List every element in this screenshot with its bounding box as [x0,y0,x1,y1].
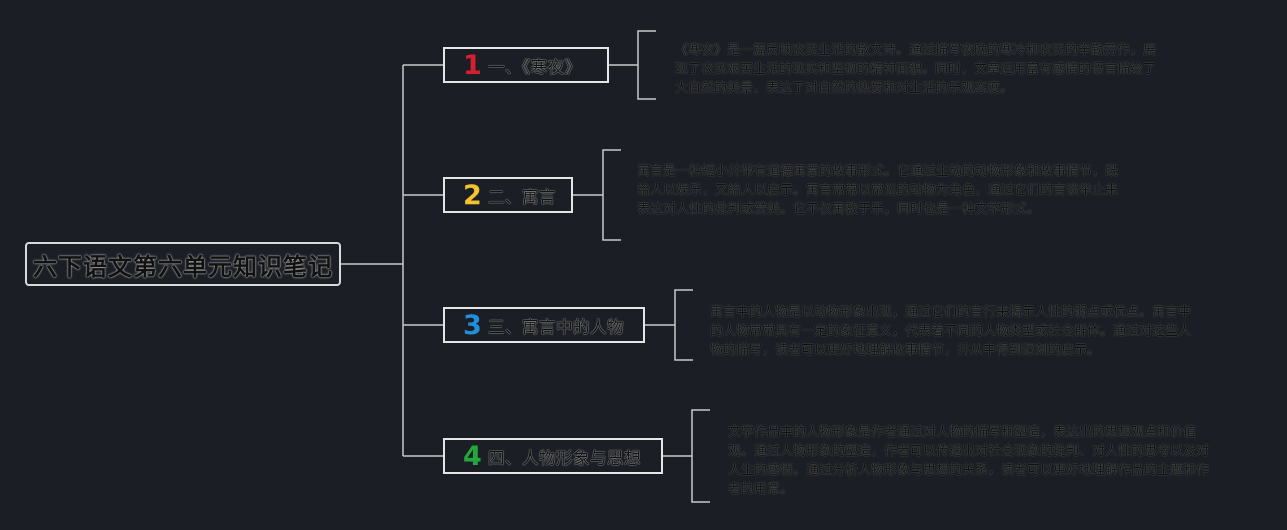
note-text-1: 《寒夜》是一篇反映农民生活的散文诗。通过描写夜晚的寒冷和农民的辛勤劳作，展现了农… [675,43,1157,96]
topic-label-1: 一、《寒夜》 [487,57,582,78]
note-text-4: 文学作品中的人物形象是作者通过对人物的描写和塑造，表达出的思想观点和价值观。通过… [728,425,1210,497]
bracket-note-1 [637,30,656,100]
note-text-3: 寓言中的人物是以动物形象出现，通过它们的言行来揭示人性的弱点或优点。寓言中的人物… [710,305,1192,358]
topic-3[interactable]: 3 三、寓言中的人物 [443,307,645,343]
note-2[interactable]: 寓言是一种短小并带有道德寓意的故事形式。它通过生动的动物形象和故事情节，既给人以… [637,162,1129,219]
bracket-note-4 [691,409,710,503]
note-3[interactable]: 寓言中的人物是以动物形象出现，通过它们的言行来揭示人性的弱点或优点。寓言中的人物… [710,303,1202,360]
topic-label-2: 二、寓言 [487,187,556,208]
topic-number-1: 1 [463,49,482,81]
topic-number-2: 2 [463,179,482,211]
note-text-2: 寓言是一种短小并带有道德寓意的故事形式。它通过生动的动物形象和故事情节，既给人以… [637,164,1119,217]
topic-number-4: 4 [463,440,482,472]
topic-4[interactable]: 4 四、人物形象与思想 [443,438,663,474]
topic-1[interactable]: 1 一、《寒夜》 [443,47,609,83]
root-topic[interactable]: 六下语文第六单元知识笔记 [25,242,341,286]
topic-label-4: 四、人物形象与思想 [487,448,641,469]
topic-label-3: 三、寓言中的人物 [487,317,624,338]
bracket-note-2 [602,149,621,241]
root-title: 六下语文第六单元知识笔记 [33,252,333,281]
topic-2[interactable]: 2 二、寓言 [443,177,573,213]
note-1[interactable]: 《寒夜》是一篇反映农民生活的散文诗。通过描写夜晚的寒冷和农民的辛勤劳作，展现了农… [675,41,1165,98]
topic-number-3: 3 [463,309,482,341]
bracket-note-3 [674,289,693,361]
note-4[interactable]: 文学作品中的人物形象是作者通过对人物的描写和塑造，表达出的思想观点和价值观。通过… [728,423,1220,499]
